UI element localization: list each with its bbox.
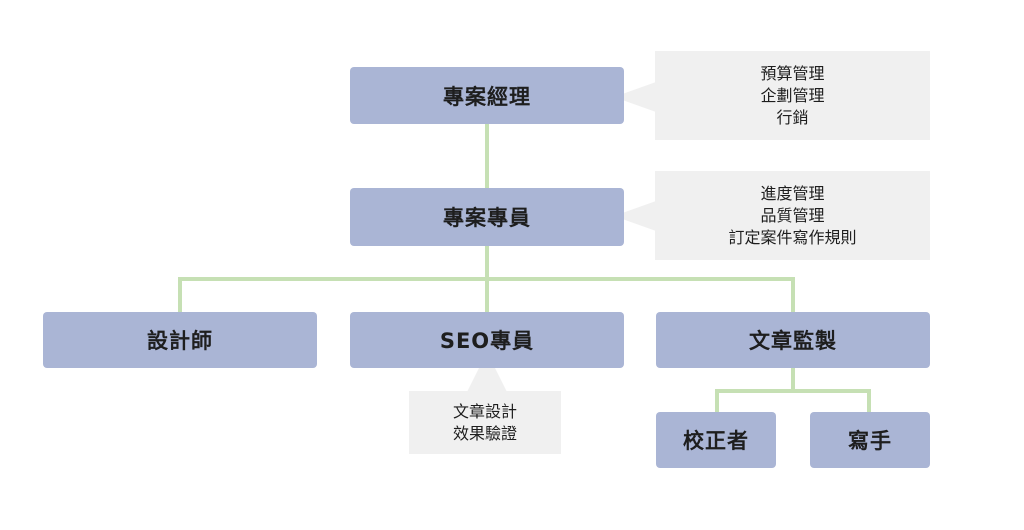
node-project-manager: 專案經理 xyxy=(350,67,624,124)
node-designer: 設計師 xyxy=(43,312,317,368)
node-label: 設計師 xyxy=(147,329,213,353)
node-project-specialist: 專案專員 xyxy=(350,188,624,246)
node-label: 寫手 xyxy=(848,429,892,453)
node-writer: 寫手 xyxy=(810,412,930,468)
callout-line: 效果驗證 xyxy=(452,423,517,443)
node-seo-specialist: SEO專員 xyxy=(350,312,624,368)
node-label: 專案專員 xyxy=(443,206,531,230)
node-label: SEO專員 xyxy=(439,329,535,353)
callout-line: 企劃管理 xyxy=(760,85,825,105)
node-label: 專案經理 xyxy=(443,84,531,109)
callout-line: 行銷 xyxy=(776,107,809,127)
callout-seo-specialist: 文章設計 效果驗證 xyxy=(409,391,561,454)
callout-line: 進度管理 xyxy=(760,183,825,203)
callout-line: 文章設計 xyxy=(452,401,517,421)
callout-project-manager: 預算管理 企劃管理 行銷 xyxy=(655,51,930,140)
callout-line: 預算管理 xyxy=(760,63,825,83)
callout-line: 訂定案件寫作規則 xyxy=(728,227,857,247)
callout-line: 品質管理 xyxy=(760,205,825,225)
node-content-supervisor: 文章監製 xyxy=(656,312,930,368)
callout-project-specialist: 進度管理 品質管理 訂定案件寫作規則 xyxy=(655,171,930,260)
node-label: 校正者 xyxy=(683,429,749,453)
node-proofreader: 校正者 xyxy=(656,412,776,468)
node-label: 文章監製 xyxy=(749,329,837,353)
